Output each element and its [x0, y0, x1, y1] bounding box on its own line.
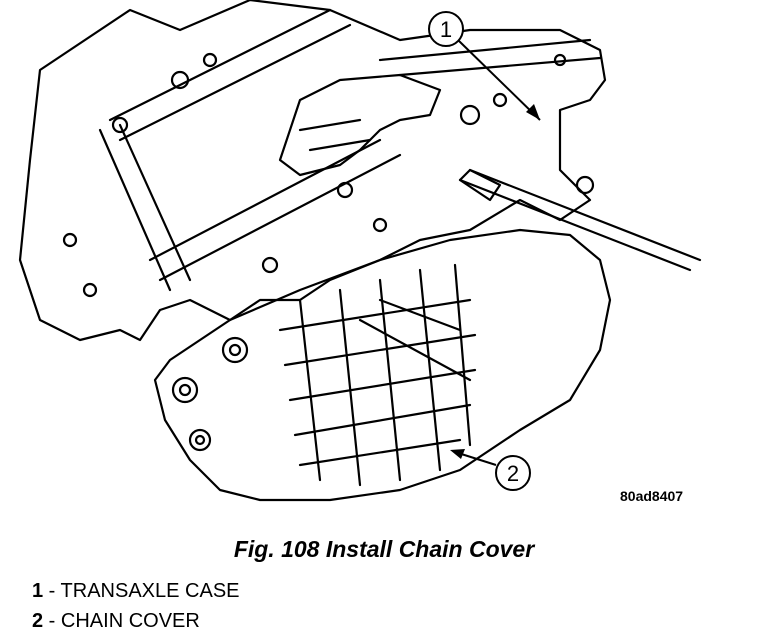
legend-number: 1 [32, 580, 44, 602]
tool [458, 168, 702, 272]
transaxle-case-outline [18, 0, 607, 342]
figure-caption: Fig. 108 Install Chain Cover [233, 536, 535, 562]
callout-1: 1 [428, 11, 541, 121]
legend-separator: - [43, 580, 61, 602]
callout-1-number: 1 [440, 17, 452, 42]
legend-item: 1 - TRANSAXLE CASE [32, 580, 240, 603]
legend-label: CHAIN COVER [60, 610, 200, 632]
chain-cover-outline [153, 228, 612, 502]
callout-2: 2 [450, 449, 531, 491]
callout-2-number: 2 [507, 461, 519, 486]
legend-separator: - [43, 610, 61, 632]
legend-number: 2 [32, 610, 44, 632]
hand [278, 73, 442, 177]
legend-label: TRANSAXLE CASE [60, 580, 240, 602]
chain-cover-illustration: 1 2 [18, 0, 702, 502]
figure-reference-code: 80ad8407 [620, 488, 684, 504]
legend-item: 2 - CHAIN COVER [32, 610, 200, 633]
